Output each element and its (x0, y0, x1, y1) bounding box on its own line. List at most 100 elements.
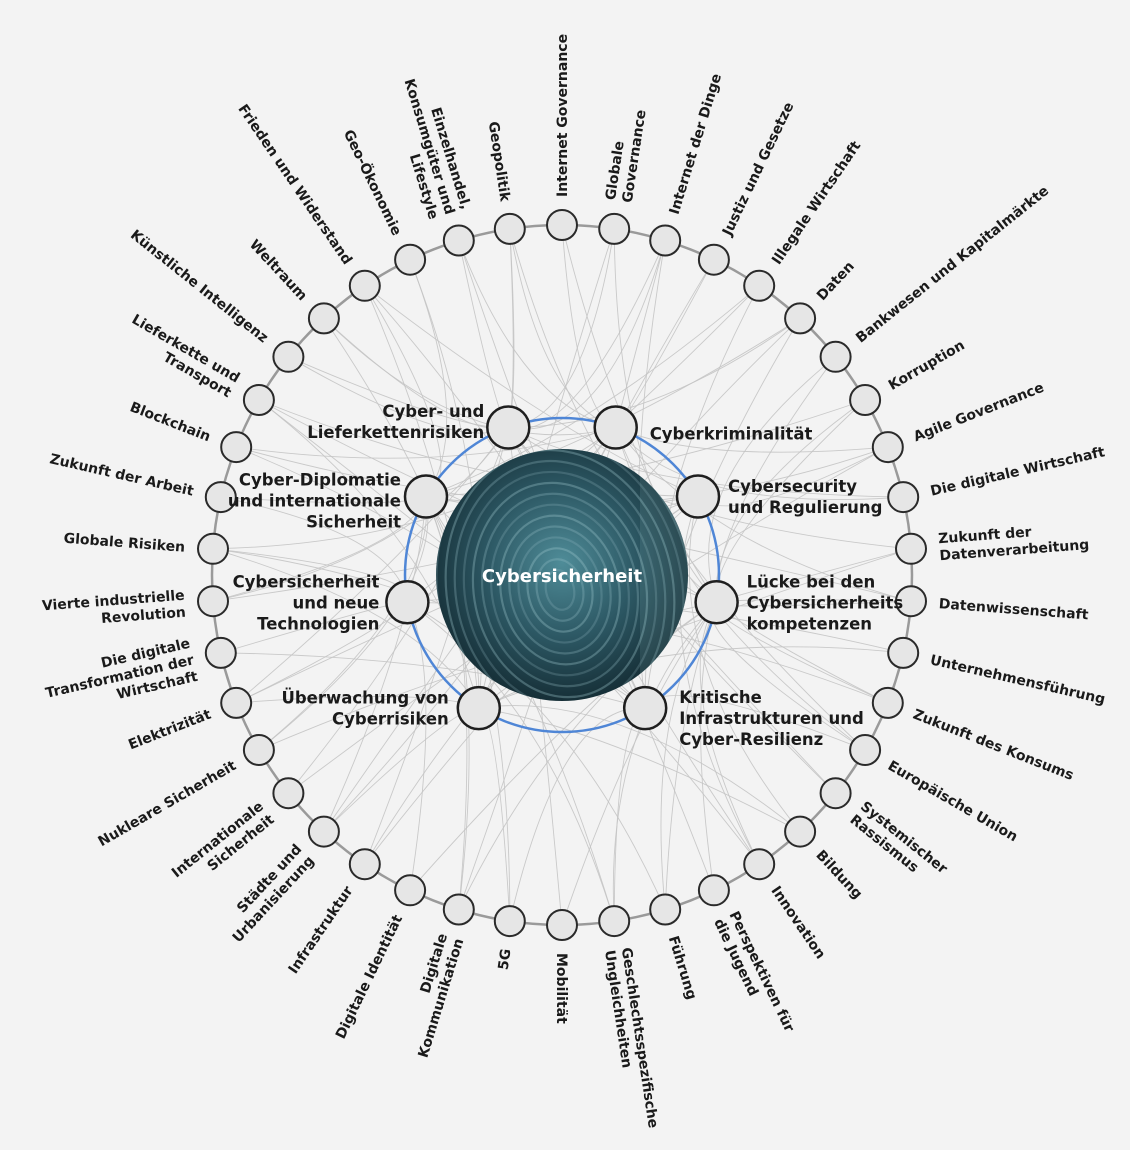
connection-line (212, 427, 509, 602)
outer-node-zukunft-der-datenverarbeitung[interactable] (895, 532, 927, 565)
outer-node-zukunft-des-konsums[interactable] (871, 686, 904, 719)
outer-topic-nodes (197, 209, 927, 941)
outer-node-perspektiven-fuer-die-jugend[interactable] (697, 874, 730, 907)
outer-label-fuehrung: Führung (665, 934, 700, 1001)
outer-label-zukunft-der-arbeit: Zukunft der Arbeit (48, 451, 195, 499)
outer-node-agile-governance[interactable] (871, 431, 904, 464)
outer-label-agile-governance: Agile Governance (911, 380, 1046, 445)
connection-line (458, 240, 509, 428)
connection-line (660, 602, 717, 910)
outer-node-justiz-und-gesetze[interactable] (697, 243, 730, 276)
connection-line (688, 496, 801, 832)
outer-label-lieferkette-und-transport: Lieferkette undTransport (120, 312, 242, 402)
connection-line (364, 285, 699, 497)
outer-label-illegale-wirtschaft: Illegale Wirtschaft (769, 138, 864, 268)
outer-label-daten: Daten (814, 259, 858, 304)
outer-node-internet-der-dinge[interactable] (649, 224, 682, 257)
outer-node-bildung[interactable] (784, 815, 817, 848)
connection-line (708, 356, 836, 603)
outer-node-daten[interactable] (784, 302, 817, 335)
outer-node-weltraum[interactable] (307, 302, 340, 335)
outer-node-illegale-wirtschaft[interactable] (743, 269, 776, 302)
connection-line (458, 601, 717, 910)
outer-node-blockchain[interactable] (220, 431, 253, 464)
outer-label-die-digitale-wirtschaft: Die digitale Wirtschaft (929, 444, 1107, 499)
connection-line (258, 399, 480, 709)
connection-line (615, 427, 888, 453)
outer-node-vierte-industrielle-revolution[interactable] (197, 585, 229, 618)
connection-line (478, 707, 801, 832)
outer-label-justiz-und-gesetze: Justiz und Gesetze (719, 100, 797, 239)
connection-line (406, 602, 427, 891)
outer-node-digitale-kommunikation[interactable] (442, 893, 475, 926)
outer-node-europaeische-union[interactable] (849, 734, 882, 766)
outer-node-globale-risiken[interactable] (197, 532, 229, 565)
outer-node-die-digitale-transformation-der-wirtschaft[interactable] (204, 636, 237, 669)
outer-node-staedte-und-urbanisierung[interactable] (307, 815, 340, 848)
connection-line (615, 427, 904, 501)
connection-line (409, 601, 717, 891)
outer-node-geopolitik[interactable] (493, 212, 526, 245)
outer-label-globale-governance: GlobaleGovernance (603, 106, 650, 204)
outer-node-internationale-sicherheit[interactable] (272, 777, 305, 810)
outer-label-blockchain: Blockchain (128, 399, 213, 445)
outer-node-die-digitale-wirtschaft[interactable] (887, 481, 920, 514)
outer-label-5g: 5G (496, 948, 515, 971)
connection-line (615, 240, 666, 428)
connection-line (508, 228, 615, 428)
outer-node-kuenstliche-intelligenz[interactable] (272, 340, 305, 373)
outer-label-die-digitale-transformation-der-wirtschaft: Die digitaleTransformation derWirtschaft (40, 636, 199, 719)
outer-label-datenwissenschaft: Datenwissenschaft (938, 596, 1089, 623)
connection-line (613, 707, 646, 922)
outer-node-elektrizitaet[interactable] (220, 686, 253, 719)
outer-label-zukunft-der-datenverarbeitung: Zukunft derDatenverarbeitung (938, 520, 1090, 564)
outer-node-digitale-identitaet[interactable] (394, 874, 427, 907)
center-title: Cybersicherheit (482, 566, 643, 587)
outer-node-globale-governance[interactable] (598, 212, 631, 245)
outer-node-lieferkette-und-transport[interactable] (242, 384, 275, 416)
inner-ring (403, 416, 721, 734)
connection-line (561, 602, 717, 926)
connection-line (664, 602, 718, 910)
outer-label-systemischer-rassismus: SystemischerRassismus (847, 799, 951, 891)
outer-node-mobilitaet[interactable] (546, 909, 578, 941)
outer-node-unternehmensfuehrung[interactable] (887, 636, 920, 669)
outer-node-innovation[interactable] (743, 848, 776, 881)
outer-node-infrastruktur[interactable] (348, 848, 381, 881)
outer-node-5g[interactable] (493, 905, 526, 938)
outer-label-geschlechtsspezifische-ungleichheiten: GeschlechtsspezifischeUngleichheiten (601, 946, 661, 1131)
outer-label-digitale-identitaet: Digitale Identität (333, 912, 406, 1041)
outer-node-frieden-und-widerstand[interactable] (348, 269, 381, 302)
outer-node-datenwissenschaft[interactable] (895, 585, 927, 618)
outer-node-bankwesen-und-kapitalmaerkte[interactable] (819, 340, 852, 373)
outer-node-fuehrung[interactable] (649, 893, 682, 926)
inner-topic-cyberkriminalitaet[interactable]: Cyberkriminalität (593, 405, 813, 450)
connection-line (212, 548, 480, 709)
outer-node-zukunft-der-arbeit[interactable] (204, 481, 237, 514)
outer-label-digitale-kommunikation: DigitaleKommunikation (399, 932, 467, 1060)
outer-label-unternehmensfuehrung: Unternehmensführung (928, 652, 1106, 708)
outer-node-korruption[interactable] (849, 384, 882, 416)
outer-label-bankwesen-und-kapitalmaerkte: Bankwesen und Kapitalmärkte (853, 183, 1052, 346)
outer-node-systemischer-rassismus[interactable] (819, 777, 852, 810)
connection-line (478, 707, 511, 922)
outer-node-geo-oekonomie[interactable] (394, 243, 427, 276)
outer-node-geschlechtsspezifische-ungleichheiten[interactable] (598, 905, 631, 938)
outer-node-internet-governance[interactable] (546, 209, 578, 241)
outer-node-einzelhandel-konsumgueter-und-lifestyle[interactable] (442, 224, 475, 257)
outer-label-internet-der-dinge: Internet der Dinge (667, 72, 725, 217)
outer-label-innovation: Innovation (767, 883, 828, 962)
outer-node-nukleare-sicherheit[interactable] (242, 734, 275, 766)
